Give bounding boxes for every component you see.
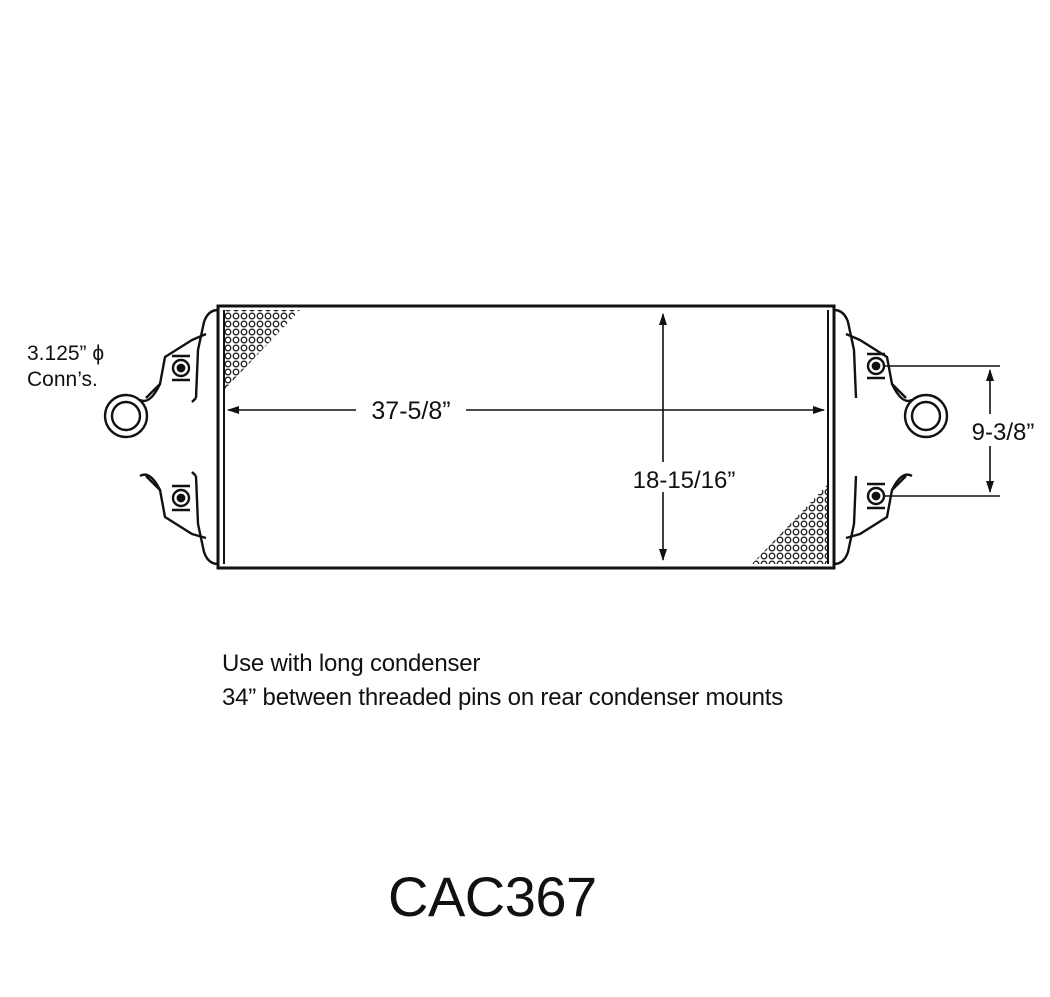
right-stud-bottom-pin — [871, 491, 881, 501]
note-line-2: 34” between threaded pins on rear conden… — [222, 684, 784, 711]
fin-area-bottom-right — [752, 484, 828, 564]
dimension-lines — [227, 313, 1000, 561]
left-neck-bottom — [139, 473, 162, 491]
left-bracket-top — [145, 332, 207, 399]
left-tank-outline-top — [194, 308, 219, 399]
right-bracket-bottom — [845, 475, 907, 540]
core — [216, 304, 836, 570]
right-neck-bottom — [890, 473, 913, 491]
right-connector-outer — [903, 393, 949, 439]
right-stud-top-flats — [867, 352, 885, 380]
connector-diameter-label: 3.125” ϕ — [27, 342, 104, 365]
left-connector-inner — [110, 400, 142, 432]
right-stud-bottom-flats — [867, 482, 885, 510]
note-line-1: Use with long condenser — [222, 650, 481, 677]
left-stud-top-pin — [176, 363, 186, 373]
connector-label: Conn’s. — [27, 368, 98, 391]
part-number: CAC367 — [388, 865, 597, 928]
left-stud-top-flats — [172, 354, 190, 382]
right-tank-outline-top — [833, 308, 858, 399]
left-stud-bottom — [171, 488, 191, 508]
width-dimension-label: 37-5/8” — [371, 397, 450, 425]
height-dimension-label: 18-15/16” — [633, 467, 736, 494]
left-stud-top — [171, 358, 191, 378]
left-connector-outer — [103, 393, 149, 439]
right-tank-outline-bottom — [833, 475, 858, 566]
right-bracket-top — [845, 332, 907, 399]
connector-spacing-label: 9-3/8” — [972, 419, 1035, 446]
right-stud-top-pin — [871, 361, 881, 371]
left-stud-bottom-pin — [176, 493, 186, 503]
left-stud-bottom-flats — [172, 484, 190, 512]
right-end-tank — [833, 308, 949, 566]
core-outline — [216, 304, 836, 570]
left-tank-neck — [191, 397, 197, 477]
left-tank-outline-bottom — [194, 475, 219, 566]
fin-area-top-left — [224, 310, 300, 390]
left-bracket-bottom — [145, 475, 207, 540]
right-connector-inner — [910, 400, 942, 432]
left-end-tank — [103, 308, 219, 566]
fin-texture — [224, 310, 828, 564]
